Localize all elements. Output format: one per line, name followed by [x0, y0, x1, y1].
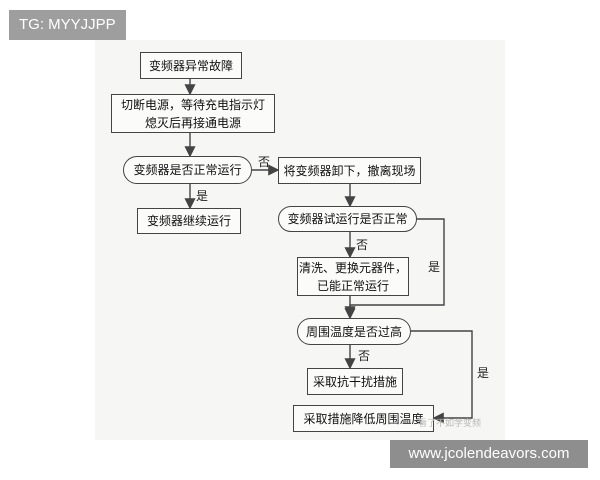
node-power-off-line1: 切断电源，等待充电指示灯 [120, 97, 265, 112]
node-power-off-step: 切断电源，等待充电指示灯 熄灭后再接通电源 [111, 94, 275, 133]
arrow-temp-to-cooling [411, 330, 473, 424]
node-temperature-check: 周围温度是否过高 [297, 318, 411, 345]
node-continue-running: 变频器继续运行 [137, 208, 241, 234]
node-power-off-line2: 熄灭后再接通电源 [144, 115, 241, 130]
label-no-check: 否 [258, 155, 271, 169]
label-yes-check: 是 [196, 189, 209, 203]
node-clean-replace-line2: 已能正常运行 [316, 278, 389, 293]
label-yes-trial: 是 [428, 260, 441, 274]
node-check-running: 变频器是否正常运行 [123, 156, 252, 184]
node-remove-inverter: 将变频器卸下，撤离现场 [278, 157, 421, 184]
faint-source-mark: 看了不如学变频 [418, 419, 482, 429]
node-trial-run-check: 变频器试运行是否正常 [278, 206, 417, 232]
tg-badge: TG: MYYJJPP [9, 10, 126, 40]
label-no-temp: 否 [358, 349, 371, 363]
node-inverter-fault: 变频器异常故障 [140, 52, 242, 79]
node-clean-replace: 清洗、更换元器件， 已能正常运行 [297, 257, 409, 296]
label-no-trial: 否 [356, 238, 369, 252]
website-watermark: www.jcolendeavors.com [390, 440, 588, 468]
node-clean-replace-line1: 清洗、更换元器件， [298, 260, 407, 275]
label-yes-temp: 是 [477, 366, 490, 380]
node-anti-interference: 采取抗干扰措施 [307, 368, 403, 395]
node-reduce-temperature: 采取措施降低周围温度 [293, 405, 434, 432]
